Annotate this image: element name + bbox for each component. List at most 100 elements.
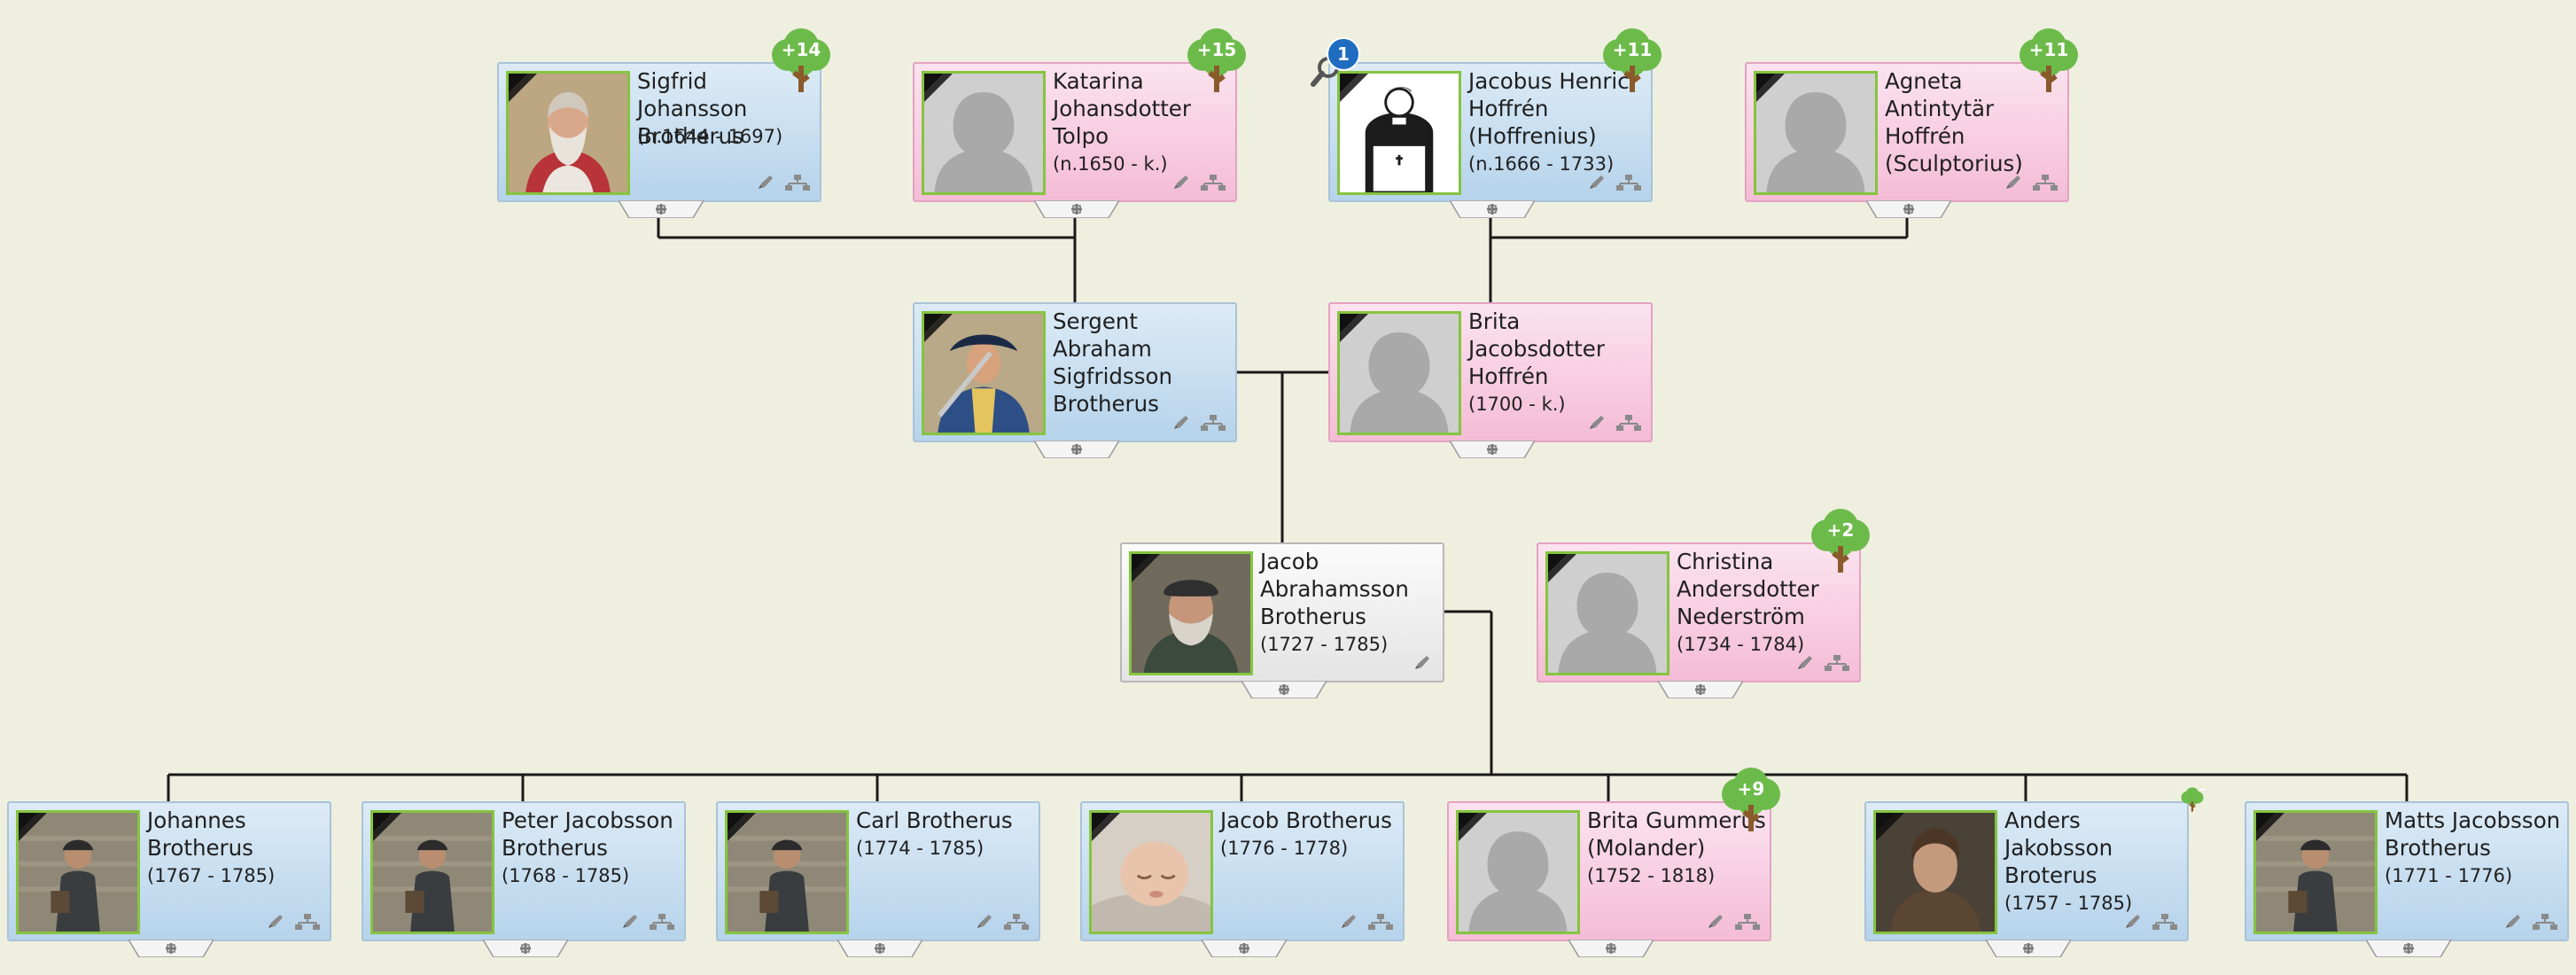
person-card-jacob_b[interactable]: Jacob Brotherus(1776 - 1778) bbox=[1080, 801, 1405, 958]
tree-structure-icon[interactable] bbox=[294, 913, 321, 931]
person-card-abraham[interactable]: Sergent Abraham Sigfridsson Brotherus bbox=[913, 302, 1237, 459]
person-card-jacob_a[interactable]: Jacob Abrahamsson Brotherus(1727 - 1785) bbox=[1120, 542, 1444, 699]
person-name[interactable]: Brita Gummerus (Molander) bbox=[1587, 807, 1766, 861]
ancestor-tree-badge-icon[interactable]: +2 bbox=[1808, 507, 1873, 574]
ancestor-tree-badge-icon[interactable]: +4 bbox=[2180, 766, 2205, 833]
expand-plus-tab[interactable] bbox=[481, 939, 570, 958]
person-name[interactable]: Anders Jakobsson Broterus bbox=[2004, 807, 2113, 888]
person-name[interactable]: Sigfrid Johansson Brotherus bbox=[637, 68, 748, 149]
silhouette-female-icon[interactable] bbox=[922, 71, 1046, 195]
tree-structure-icon[interactable] bbox=[1200, 174, 1226, 191]
person-card-katarina[interactable]: Katarina Johansdotter Tolpo(n.1650 - k.)… bbox=[913, 28, 1246, 219]
expand-plus-tab[interactable] bbox=[2364, 939, 2453, 958]
edit-pencil-icon[interactable] bbox=[1795, 654, 1815, 672]
ancestor-count: +4 bbox=[2180, 778, 2205, 800]
tree-structure-icon[interactable] bbox=[2152, 913, 2178, 931]
boy-icon[interactable] bbox=[370, 810, 494, 934]
silhouette-female-icon[interactable] bbox=[1545, 551, 1669, 675]
edit-pencil-icon[interactable] bbox=[620, 913, 640, 931]
person-card-peter[interactable]: Peter Jacobsson Brotherus(1768 - 1785) bbox=[362, 801, 686, 958]
silhouette-female-icon[interactable] bbox=[1754, 71, 1878, 195]
painting-elder-icon[interactable] bbox=[506, 71, 630, 195]
person-name[interactable]: Agneta Antintytär Hoffrén (Sculptorius) bbox=[1885, 68, 2023, 176]
expand-plus-tab[interactable] bbox=[836, 939, 924, 958]
tree-structure-icon[interactable] bbox=[1615, 414, 1642, 432]
person-name[interactable]: Brita Jacobsdotter Hoffrén bbox=[1468, 308, 1605, 389]
person-card-agneta[interactable]: Agneta Antintytär Hoffrén (Sculptorius)+… bbox=[1745, 28, 2078, 219]
person-card-johannes[interactable]: Johannes Brotherus(1767 - 1785) bbox=[7, 801, 331, 958]
ancestor-tree-badge-icon[interactable]: +11 bbox=[2016, 27, 2082, 94]
expand-plus-tab[interactable] bbox=[127, 939, 215, 958]
edit-pencil-icon[interactable] bbox=[1171, 414, 1191, 432]
person-name[interactable]: Peter Jacobsson Brotherus bbox=[502, 807, 673, 861]
person-name[interactable]: Katarina Johansdotter Tolpo bbox=[1053, 68, 1191, 149]
edit-pencil-icon[interactable] bbox=[1706, 913, 1725, 931]
ancestor-tree-badge-icon[interactable]: +11 bbox=[1599, 27, 1665, 94]
person-name[interactable]: Matts Jacobsson Brotherus bbox=[2385, 807, 2561, 861]
edit-pencil-icon[interactable] bbox=[1587, 414, 1607, 432]
expand-plus-tab[interactable] bbox=[1200, 939, 1288, 958]
tree-structure-icon[interactable] bbox=[2032, 174, 2058, 191]
edit-pencil-icon[interactable] bbox=[1413, 654, 1432, 672]
expand-plus-tab[interactable] bbox=[617, 199, 705, 219]
person-name[interactable]: Jacobus Henrici Hoffrén (Hoffrenius) bbox=[1468, 68, 1636, 149]
boy-icon[interactable] bbox=[2253, 810, 2378, 934]
ancestor-tree-badge-icon[interactable]: +15 bbox=[1184, 27, 1249, 94]
person-card-brita_j[interactable]: Brita Jacobsdotter Hoffrén(1700 - k.) bbox=[1328, 302, 1653, 459]
expand-plus-tab[interactable] bbox=[1656, 680, 1745, 699]
tree-structure-icon[interactable] bbox=[649, 913, 675, 931]
edit-pencil-icon[interactable] bbox=[266, 913, 285, 931]
old-man-icon[interactable] bbox=[1129, 551, 1253, 675]
person-name[interactable]: Johannes Brotherus bbox=[147, 807, 253, 861]
person-card-sigfrid[interactable]: Sigfrid Johansson Brotherus(n.1644 - 169… bbox=[497, 28, 830, 219]
tree-structure-icon[interactable] bbox=[1824, 654, 1850, 672]
person-name[interactable]: Jacob Brotherus bbox=[1220, 807, 1392, 833]
edit-pencil-icon[interactable] bbox=[2004, 174, 2023, 191]
expand-plus-tab[interactable] bbox=[1984, 939, 2073, 958]
person-dates: (1752 - 1818) bbox=[1587, 865, 1716, 886]
person-name[interactable]: Jacob Abrahamsson Brotherus bbox=[1260, 549, 1409, 629]
edit-pencil-icon[interactable] bbox=[975, 913, 994, 931]
silhouette-female-icon[interactable] bbox=[1337, 311, 1461, 435]
expand-plus-tab[interactable] bbox=[1864, 199, 1953, 219]
ancestor-tree-badge-icon[interactable]: +9 bbox=[1718, 766, 1784, 833]
tree-structure-icon[interactable] bbox=[1003, 913, 1030, 931]
baby-icon[interactable] bbox=[1089, 810, 1213, 934]
person-card-anders[interactable]: Anders Jakobsson Broterus(1757 - 1785)+4 bbox=[1864, 778, 2205, 958]
expand-plus-tab[interactable] bbox=[1032, 440, 1121, 459]
edit-pencil-icon[interactable] bbox=[1339, 913, 1358, 931]
expand-plus-tab[interactable] bbox=[1240, 680, 1328, 699]
expand-plus-tab[interactable] bbox=[1032, 199, 1121, 219]
edit-pencil-icon[interactable] bbox=[756, 174, 775, 191]
person-card-brita_g[interactable]: Brita Gummerus (Molander)(1752 - 1818)+9 bbox=[1447, 768, 1780, 958]
edit-pencil-icon[interactable] bbox=[1171, 174, 1191, 191]
preacher-drawing-icon[interactable] bbox=[1337, 71, 1461, 195]
edit-pencil-icon[interactable] bbox=[2503, 913, 2523, 931]
silhouette-female-icon[interactable] bbox=[1456, 810, 1580, 934]
tree-structure-icon[interactable] bbox=[1734, 913, 1761, 931]
person-card-christina[interactable]: Christina Andersdotter Nederström(1734 -… bbox=[1537, 509, 1870, 699]
person-dates: (1774 - 1785) bbox=[856, 838, 984, 859]
person-name[interactable]: Carl Brotherus bbox=[856, 807, 1013, 833]
person-card-carl[interactable]: Carl Brotherus (1774 - 1785) bbox=[716, 801, 1040, 958]
tree-structure-icon[interactable] bbox=[1367, 913, 1394, 931]
expand-plus-tab[interactable] bbox=[1567, 939, 1655, 958]
tree-structure-icon[interactable] bbox=[1200, 414, 1226, 432]
youth-icon[interactable] bbox=[1873, 810, 1997, 934]
person-name[interactable]: Sergent Abraham Sigfridsson Brotherus bbox=[1053, 308, 1173, 417]
boy-icon[interactable] bbox=[16, 810, 140, 934]
edit-pencil-icon[interactable] bbox=[1587, 174, 1607, 191]
soldier-icon[interactable] bbox=[922, 311, 1046, 435]
tree-structure-icon[interactable] bbox=[784, 174, 811, 191]
tree-structure-icon[interactable] bbox=[1615, 174, 1642, 191]
expand-plus-tab[interactable] bbox=[1448, 199, 1537, 219]
person-card-jacobus[interactable]: Jacobus Henrici Hoffrén (Hoffrenius)(n.1… bbox=[1311, 28, 1662, 219]
edit-pencil-icon[interactable] bbox=[2123, 913, 2143, 931]
ancestor-tree-badge-icon[interactable]: +14 bbox=[768, 27, 834, 94]
tree-structure-icon[interactable] bbox=[2532, 913, 2558, 931]
research-hint-magnifier-icon[interactable]: 1 bbox=[1311, 37, 1366, 92]
boy-icon[interactable] bbox=[725, 810, 849, 934]
expand-plus-tab[interactable] bbox=[1448, 440, 1537, 459]
person-card-matts[interactable]: Matts Jacobsson Brotherus(1771 - 1776) bbox=[2245, 801, 2569, 958]
person-name[interactable]: Christina Andersdotter Nederström bbox=[1677, 549, 1819, 629]
